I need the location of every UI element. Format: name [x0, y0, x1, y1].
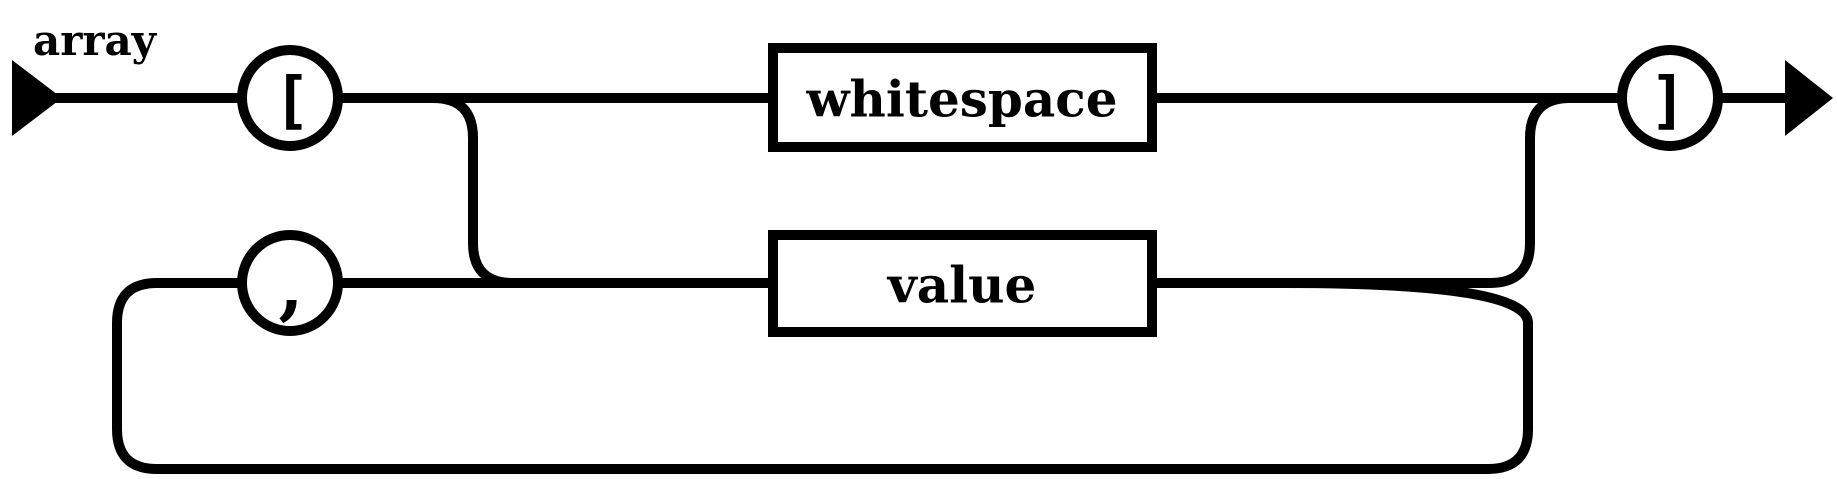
open-bracket-circle[interactable] [237, 45, 343, 151]
terminal-comma[interactable]: , [237, 230, 343, 336]
open-bracket-label: [ [273, 64, 310, 137]
entry-arrow-icon [12, 60, 62, 136]
whitespace-box[interactable] [768, 43, 1157, 152]
repeat-loop-track [112, 278, 1533, 474]
value-box[interactable] [768, 230, 1157, 337]
nonterminal-whitespace[interactable]: whitespace [768, 43, 1157, 152]
whitespace-label: whitespace [805, 70, 1117, 129]
terminal-open-bracket[interactable]: [ [237, 45, 343, 151]
terminal-close-bracket[interactable]: ] [1617, 45, 1723, 151]
value-label: value [887, 256, 1037, 315]
diagram-title: array [33, 16, 158, 65]
exit-arrow-icon [1785, 60, 1833, 136]
branch-up-curve [1489, 93, 1622, 288]
close-bracket-circle[interactable] [1617, 45, 1723, 151]
comma-circle[interactable] [237, 230, 343, 336]
close-bracket-label: ] [1649, 64, 1686, 137]
nonterminal-value[interactable]: value [768, 230, 1157, 337]
comma-label: , [278, 244, 303, 329]
branch-down-curve [432, 93, 773, 288]
